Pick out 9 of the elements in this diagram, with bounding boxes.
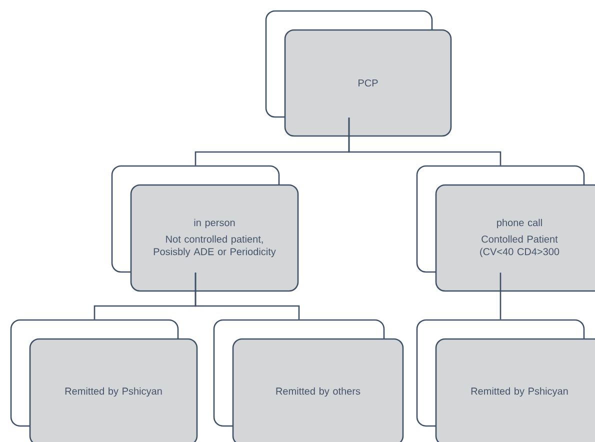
stacked-box: phone call Contolled Patient (CV<40 CD4>300 xyxy=(416,165,595,292)
connector-line xyxy=(348,118,502,166)
stacked-box: Remitted by Pshicyan xyxy=(10,319,198,442)
stacked-box: Remitted by Pshicyan xyxy=(416,319,595,442)
stacked-box: in person Not controlled patient, Posisbly ADE or Periodicity xyxy=(111,165,299,292)
stacked-box: Remitted by others xyxy=(213,319,404,442)
connector-line xyxy=(194,272,300,320)
connector-line xyxy=(500,272,502,320)
stacked-box: PCP xyxy=(265,10,452,137)
